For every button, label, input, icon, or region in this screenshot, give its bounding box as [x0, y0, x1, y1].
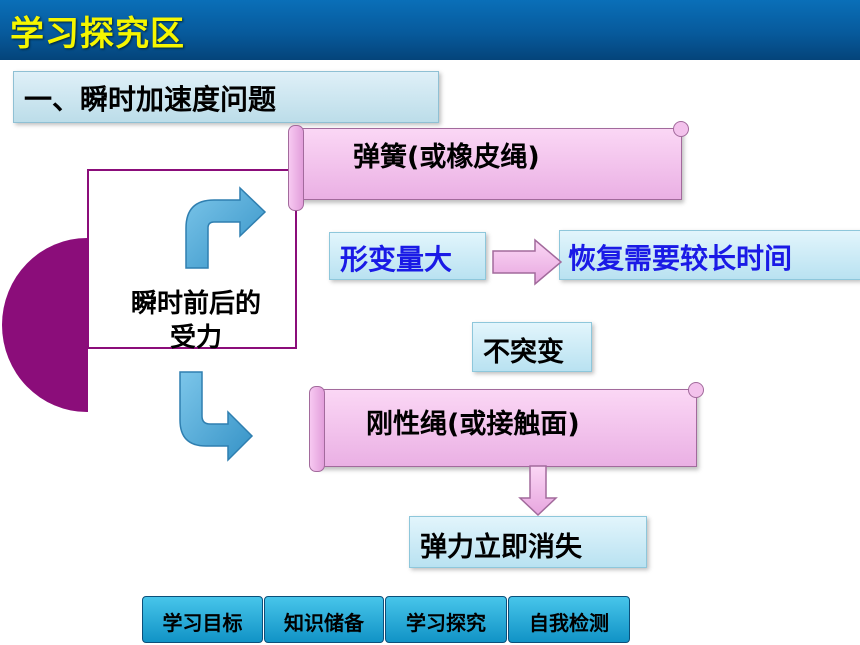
bent-arrow-down-right-icon [179, 371, 254, 462]
spring-scroll: 弹簧(或橡皮绳) [288, 121, 689, 211]
nav-knowledge-prep[interactable]: 知识储备 [264, 596, 384, 643]
center-label: 瞬时前后的 受力 [106, 287, 286, 355]
nav-learning-goals[interactable]: 学习目标 [142, 596, 263, 643]
recovery-time-box: 恢复需要较长时间 [559, 230, 860, 280]
header-bar: 学习探究区 [0, 0, 860, 60]
pink-arrow-right-icon [492, 238, 563, 286]
nav-self-check[interactable]: 自我检测 [508, 596, 630, 643]
deformation-large-box: 形变量大 [329, 232, 486, 280]
header-title: 学习探究区 [10, 14, 185, 54]
section-title-box: 一、瞬时加速度问题 [13, 71, 439, 123]
pink-arrow-down-icon [518, 465, 558, 517]
spring-title: 弹簧(或橡皮绳) [353, 142, 540, 173]
nav-learning-explore[interactable]: 学习探究 [385, 596, 507, 643]
force-disappears-box: 弹力立即消失 [409, 516, 647, 568]
center-label-line2: 受力 [169, 323, 222, 353]
no-sudden-change-box: 不突变 [472, 322, 592, 372]
rigid-scroll: 刚性绳(或接触面) [309, 382, 704, 472]
rigid-title: 刚性绳(或接触面) [366, 409, 580, 440]
bent-arrow-up-right-icon [185, 186, 267, 269]
section-title: 一、瞬时加速度问题 [24, 83, 277, 116]
center-label-line1: 瞬时前后的 [130, 289, 261, 319]
